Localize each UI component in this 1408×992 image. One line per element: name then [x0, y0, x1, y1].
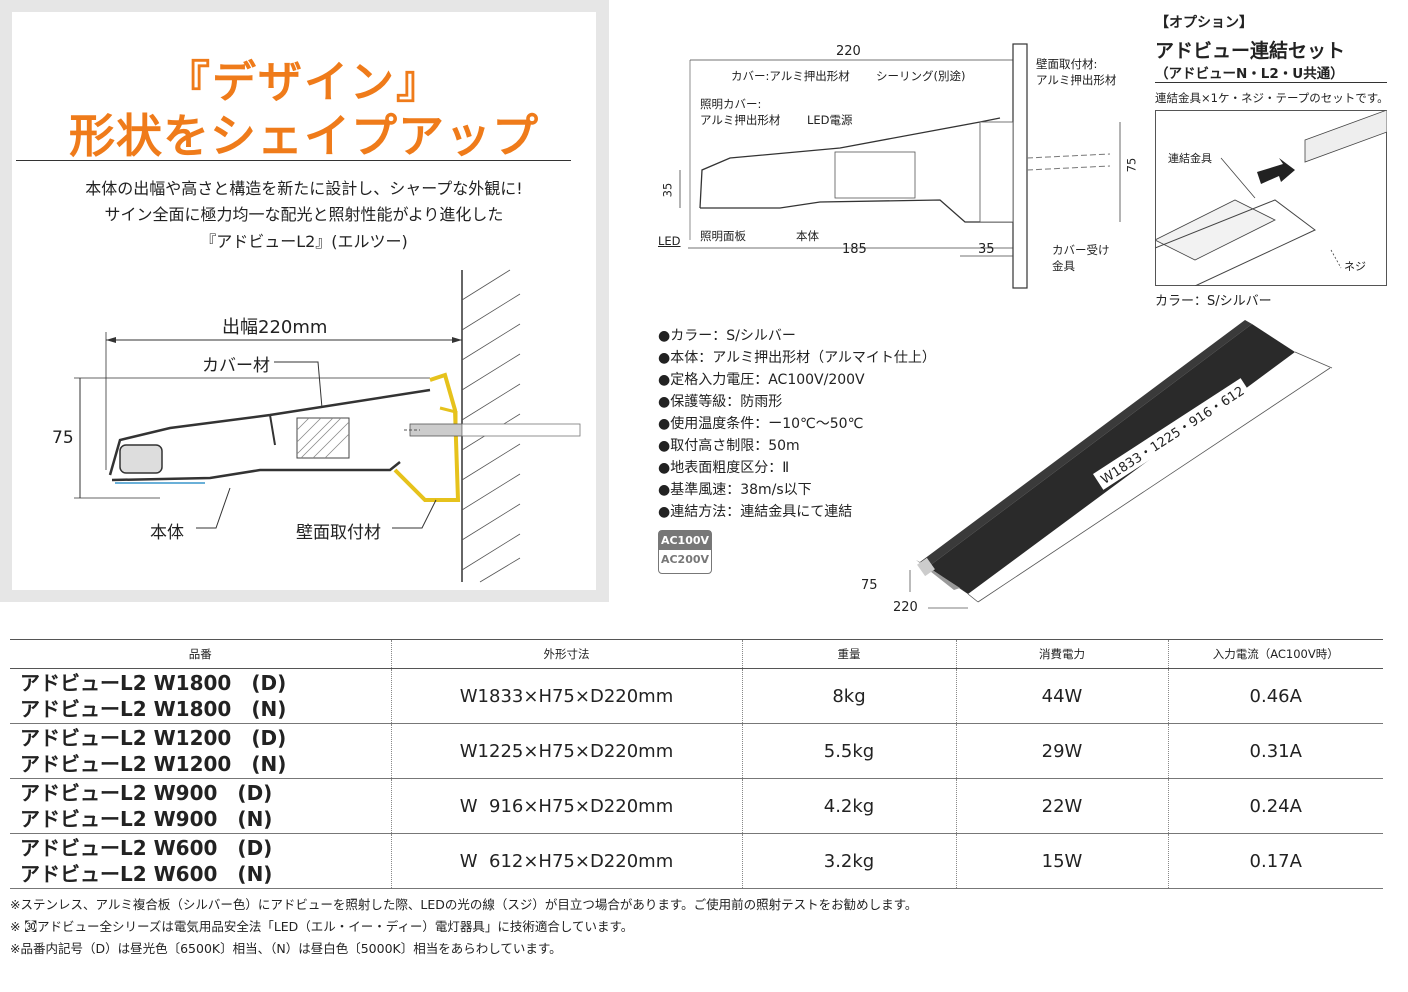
cell-weight: 3.2kg — [741, 833, 956, 889]
headline-shape-up: 形状をシェイプアップ — [69, 109, 539, 163]
hero-description-line-1: 本体の出幅や高さと構造を新たに設計し、シャープな外観に! — [85, 179, 523, 198]
spec-body: ●本体：アルミ押出形材（アルマイト仕上） — [658, 350, 936, 366]
light-cover-line-2: アルミ押出形材 — [700, 113, 781, 127]
cell-current: 0.46A — [1167, 668, 1383, 724]
screw-label: ネジ — [1344, 260, 1366, 273]
cell-size: W1225×H75×D220mm — [390, 723, 742, 779]
wall-mount-label: 壁面取付材 — [296, 523, 381, 543]
badge-ac100v: AC100V — [659, 531, 711, 550]
cover-bracket-line-1: カバー受け — [1052, 243, 1110, 257]
option-tag: 【オプション】 — [1155, 15, 1253, 31]
wall-mount-material-line-2: アルミ押出形材 — [1036, 73, 1117, 87]
dim-35-bottom: 35 — [978, 242, 995, 257]
wall-hatch — [461, 269, 521, 583]
led-label: LED — [658, 234, 681, 248]
cell-model: アドビューL2 W1800 (D) アドビューL2 W1800 (N) — [10, 668, 391, 724]
table-row: アドビューL2 W1800 (D) アドビューL2 W1800 (N) W183… — [10, 668, 1383, 724]
model-n: アドビューL2 W1200 (N) — [20, 752, 287, 776]
dim-220: 220 — [836, 44, 861, 59]
product-rendering — [909, 320, 1333, 609]
cell-current: 0.17A — [1167, 833, 1383, 889]
cell-model: アドビューL2 W900 (D) アドビューL2 W900 (N) — [10, 778, 391, 834]
technical-drawing — [679, 43, 1121, 289]
led-power-label: LED電源 — [807, 113, 853, 127]
cell-current: 0.24A — [1167, 778, 1383, 834]
table-row: アドビューL2 W900 (D) アドビューL2 W900 (N) W 916×… — [10, 778, 1383, 834]
cover-label: カバー材 — [202, 356, 270, 376]
cell-size: W1833×H75×D220mm — [390, 668, 742, 724]
cell-power: 22W — [955, 778, 1168, 834]
headline-design: 『デザイン』 — [166, 57, 442, 108]
joint-label: 連結金具 — [1168, 152, 1212, 165]
header-size: 外形寸法 — [390, 639, 742, 669]
body-label: 本体 — [150, 523, 184, 543]
hero-description-line-3: 『アドビューL2』(エルツー) — [200, 232, 408, 251]
cover-material-label: カバー:アルミ押出形材 — [731, 69, 850, 83]
spec-roughness: ●地表面粗度区分：Ⅱ — [658, 460, 790, 476]
model-n: アドビューL2 W600 (N) — [20, 862, 273, 886]
model-d: アドビューL2 W1800 (D) — [20, 671, 287, 695]
cover-bracket-line-2: 金具 — [1052, 259, 1075, 273]
spec-connection: ●連結方法：連結金具にて連結 — [658, 504, 853, 520]
cell-power: 15W — [955, 833, 1168, 889]
note-led-streaks: ※ステンレス、アルミ複合板（シルバー色）にアドビューを照射した際、LEDの光の線… — [10, 897, 918, 912]
cell-weight: 8kg — [741, 668, 956, 724]
model-n: アドビューL2 W900 (N) — [20, 807, 273, 831]
option-color: カラー：S/シルバー — [1155, 294, 1272, 309]
light-cover-line-1: 照明カバー: — [700, 97, 762, 111]
model-d: アドビューL2 W900 (D) — [20, 781, 273, 805]
option-description: 連結金具×1ケ・ネジ・テープのセットです。 — [1155, 91, 1389, 105]
option-joint-diagram — [1155, 110, 1387, 286]
spec-temperature: ●使用温度条件：ー10℃〜50℃ — [658, 416, 864, 432]
model-d: アドビューL2 W1200 (D) — [20, 726, 287, 750]
note-pse-compliance: ※ ㉊アドビュー全シリーズは電気用品安全法「LED（エル・イー・ディー）電灯器具… — [10, 919, 634, 934]
product-height-label: 75 — [861, 578, 878, 593]
cell-current: 0.31A — [1167, 723, 1383, 779]
cell-model: アドビューL2 W600 (D) アドビューL2 W600 (N) — [10, 833, 391, 889]
ac-voltage-badge: AC100V AC200V — [658, 530, 712, 574]
cross-section-diagram — [74, 269, 581, 583]
spec-wind-speed: ●基準風速：38m/s以下 — [658, 482, 812, 498]
width-label: 出幅220mm — [222, 317, 328, 338]
badge-ac200v: AC200V — [660, 553, 710, 566]
cell-weight: 4.2kg — [741, 778, 956, 834]
cell-model: アドビューL2 W1200 (D) アドビューL2 W1200 (N) — [10, 723, 391, 779]
light-plate-label: 照明面板 — [700, 229, 746, 243]
cell-weight: 5.5kg — [741, 723, 956, 779]
tech-body-label: 本体 — [796, 229, 819, 243]
model-n: アドビューL2 W1800 (N) — [20, 697, 287, 721]
option-title: アドビュー連結セット — [1155, 40, 1346, 62]
option-subtitle: （アドビューN・L2・U共通） — [1155, 66, 1344, 82]
header-weight: 重量 — [741, 639, 956, 669]
note-color-temperature: ※品番内記号（D）は昼光色〔6500K〕相当、（N）は昼白色〔5000K〕相当を… — [10, 941, 562, 956]
spec-table: 品番 外形寸法 重量 消費電力 入力電流（AC100V時） アドビューL2 W1… — [10, 639, 1383, 889]
cell-size: W 612×H75×D220mm — [390, 833, 742, 889]
headline-divider — [16, 160, 571, 161]
table-row: アドビューL2 W600 (D) アドビューL2 W600 (N) W 612×… — [10, 833, 1383, 889]
header-current: 入力電流（AC100V時） — [1167, 639, 1383, 669]
hero-panel: 『デザイン』 形状をシェイプアップ 本体の出幅や高さと構造を新たに設計し、シャー… — [0, 0, 609, 602]
cell-power: 29W — [955, 723, 1168, 779]
header-power: 消費電力 — [955, 639, 1168, 669]
model-d: アドビューL2 W600 (D) — [20, 836, 273, 860]
spec-color: ●カラー：S/シルバー — [658, 328, 796, 344]
spec-protection: ●保護等級：防雨形 — [658, 394, 783, 410]
table-header-row: 品番 外形寸法 重量 消費電力 入力電流（AC100V時） — [10, 639, 1383, 669]
wall-mount-material-line-1: 壁面取付材: — [1036, 57, 1098, 71]
option-divider — [1155, 82, 1387, 83]
dim-75: 75 — [1124, 157, 1139, 173]
height-label: 75 — [52, 428, 74, 448]
table-row: アドビューL2 W1200 (D) アドビューL2 W1200 (N) W122… — [10, 723, 1383, 779]
hero-panel-inner: 『デザイン』 形状をシェイプアップ 本体の出幅や高さと構造を新たに設計し、シャー… — [12, 12, 596, 590]
product-depth-label: 220 — [893, 600, 918, 615]
spec-voltage: ●定格入力電圧：AC100V/200V — [658, 372, 865, 388]
cell-size: W 916×H75×D220mm — [390, 778, 742, 834]
dim-35-left: 35 — [660, 182, 675, 198]
cell-power: 44W — [955, 668, 1168, 724]
dim-185: 185 — [842, 242, 867, 257]
hero-description-line-2: サイン全面に極力均一な配光と照射性能がより進化した — [104, 205, 504, 224]
sealing-label: シーリング(別途) — [876, 69, 966, 83]
spec-height-limit: ●取付高さ制限：50m — [658, 438, 800, 454]
header-model: 品番 — [10, 639, 391, 669]
